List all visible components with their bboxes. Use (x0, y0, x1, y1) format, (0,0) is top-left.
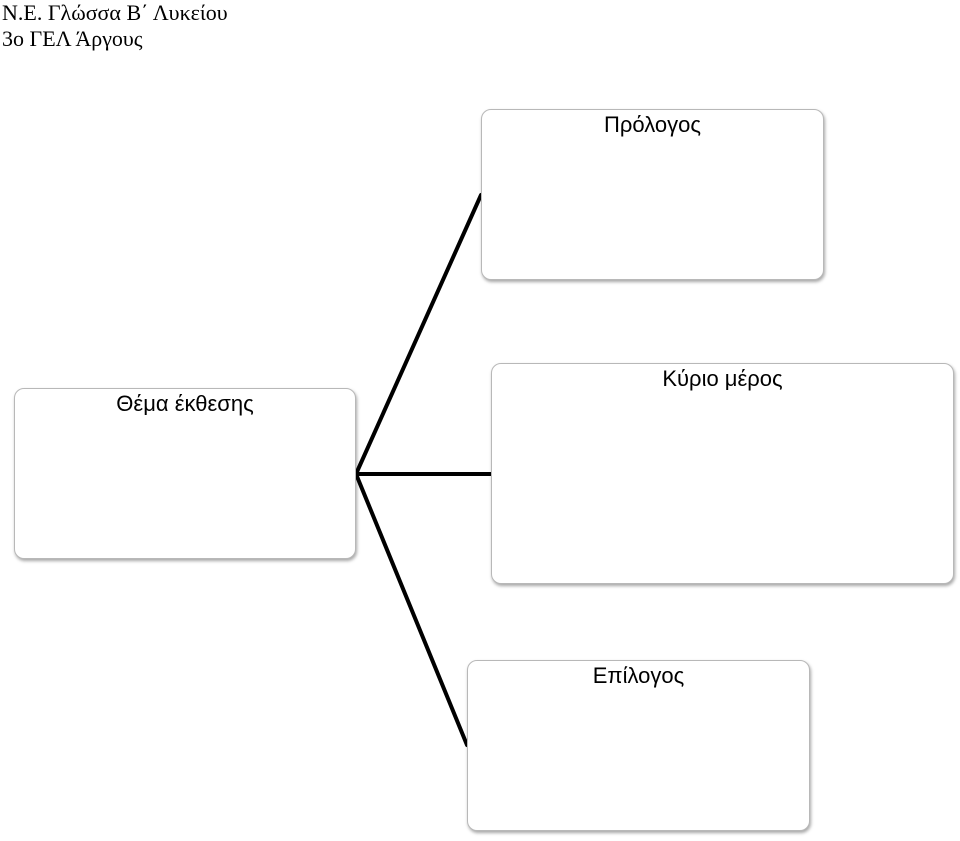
document-header: Ν.Ε. Γλώσσα Β΄ Λυκείου 3ο ΓΕΛ Άργους (2, 0, 228, 52)
prologue-label: Πρόλογος (604, 112, 701, 137)
topic-box: Θέμα έκθεσης (14, 388, 356, 559)
connector-prologue (354, 193, 483, 476)
epilogue-box: Επίλογος (467, 660, 810, 831)
epilogue-label: Επίλογος (592, 663, 685, 688)
course-title: Ν.Ε. Γλώσσα Β΄ Λυκείου (2, 0, 228, 25)
main-body-label: Κύριο μέρος (662, 366, 783, 391)
school-name: 3ο ΓΕΛ Άργους (2, 26, 143, 51)
prologue-box: Πρόλογος (481, 109, 824, 280)
connector-epilogue (354, 472, 469, 747)
main-body-box: Κύριο μέρος (491, 363, 954, 584)
topic-label: Θέμα έκθεσης (116, 391, 254, 416)
